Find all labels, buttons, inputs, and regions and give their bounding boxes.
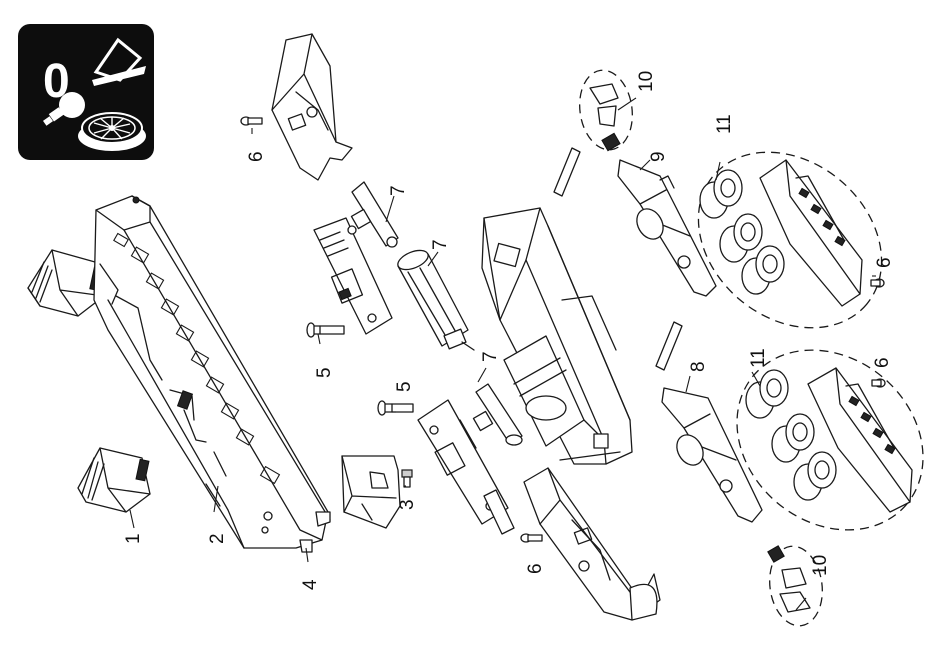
part-1-rear-hood: [78, 448, 150, 528]
callout-7-upper: 7: [388, 185, 409, 196]
part-10-coupler-upper: [575, 67, 638, 153]
callout-8: 8: [688, 361, 709, 372]
part-5-screw-upper: [307, 323, 344, 337]
icon-panel: 0: [18, 24, 154, 160]
wheel-3: [742, 246, 784, 294]
wheel-4: [746, 370, 788, 418]
callout-10-lower: 10: [810, 555, 831, 576]
part-7-drive-shaft-lower: [473, 384, 522, 445]
callout-6-upper: 6: [246, 151, 267, 162]
callout-10-upper: 10: [636, 71, 657, 92]
callout-6-right-lower: 6: [872, 357, 893, 368]
lower-truck-frame: [524, 468, 660, 620]
part-9-truck-sideframe: [618, 160, 716, 296]
part-6-screw-right-upper: [871, 279, 884, 287]
callout-2: 2: [207, 533, 228, 544]
axle-pin-upper: [554, 148, 580, 196]
part-5-screw-lower: [378, 401, 413, 415]
upper-truck-frame: [272, 34, 352, 180]
callout-9: 9: [648, 151, 669, 162]
callout-5-lower: 5: [394, 381, 415, 392]
part-6-screw-upper: [241, 117, 262, 125]
callout-11-upper: 11: [714, 114, 735, 134]
callout-7-motor: 7: [430, 239, 451, 250]
wheel-1: [700, 170, 742, 218]
callout-1: 1: [123, 533, 144, 544]
part-7-motor: [395, 247, 474, 350]
part-3-screw: [402, 470, 412, 487]
part-11-wheelset-lower: [701, 313, 950, 567]
wheel-5: [772, 414, 814, 462]
callout-4: 4: [300, 579, 321, 590]
axle-pin-lower: [656, 322, 682, 370]
wheel-icon: [78, 113, 146, 151]
callout-5-upper: 5: [314, 367, 335, 378]
callout-7-lower: 7: [480, 351, 501, 362]
part-6-screw-lower: [521, 534, 542, 542]
part-6-screw-right-lower: [872, 379, 885, 387]
callout-3: 3: [397, 499, 418, 510]
callout-6-lower: 6: [525, 563, 546, 574]
callout-6-right-upper: 6: [874, 257, 895, 268]
wheel-2: [720, 214, 762, 262]
part-11-wheelset-upper: [663, 116, 916, 364]
mounting-bracket: [342, 456, 400, 528]
callout-11-lower: 11: [748, 348, 769, 368]
wheel-6: [794, 452, 836, 500]
